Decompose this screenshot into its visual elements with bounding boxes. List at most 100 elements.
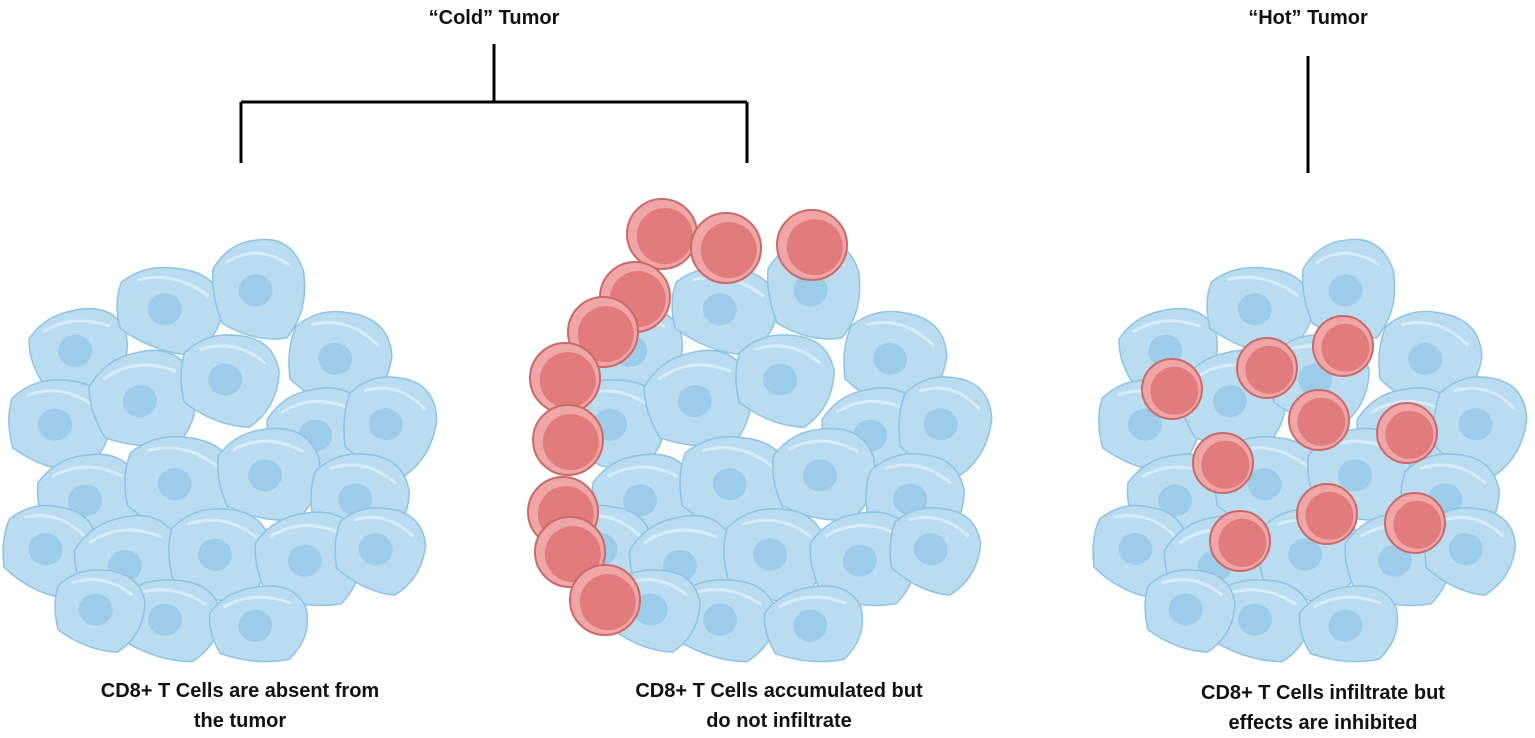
excluded-t-cell: [569, 564, 641, 636]
excluded-tumor-cell: [671, 266, 780, 356]
inflamed-t-cell-core: [1393, 500, 1442, 549]
absent-tumor-cell: [343, 376, 438, 477]
inflamed-tumor-cell-nucleus: [1158, 484, 1193, 517]
excluded-t-cell-core: [544, 526, 601, 583]
inflamed-tumor-cell-highlight: [1161, 578, 1224, 597]
excluded-t-cell: [626, 198, 698, 270]
excluded-tumor-cell-nucleus: [793, 609, 828, 642]
excluded-tumor-cell-nucleus: [923, 408, 958, 441]
inflamed-t-cell-core: [1385, 410, 1434, 459]
inflamed-tumor-cell-nucleus: [1298, 363, 1333, 396]
absent-tumor-cell-nucleus: [238, 609, 273, 642]
excluded-tumor-cell: [889, 506, 982, 596]
inflamed-tumor-cell-nucleus: [1247, 468, 1282, 501]
absent-tumor-cell-nucleus: [318, 342, 353, 376]
absent-tumor-cell-nucleus: [208, 363, 243, 396]
inflamed-t-cell: [1209, 510, 1271, 572]
excluded-tumor-cell-highlight: [777, 595, 847, 609]
excluded-t-cell-core: [700, 222, 757, 279]
inflamed-tumor-cell-nucleus: [1328, 274, 1363, 307]
excluded-t-cell: [776, 209, 848, 281]
absent-tumor-cell: [254, 511, 363, 607]
absent-tumor-cell-nucleus: [368, 408, 403, 441]
absent-tumor-cell-highlight: [41, 319, 111, 334]
inflamed-tumor-cell-nucleus: [1458, 408, 1493, 441]
absent-tumor-cell-nucleus: [58, 334, 93, 367]
inflamed-tumor-cell-nucleus: [1338, 459, 1373, 492]
inflamed-t-cell-core: [1218, 518, 1267, 567]
absent-tumor-cell-highlight: [51, 465, 124, 479]
excluded-t-cell: [532, 404, 604, 476]
absent-tumor-cell-nucleus: [287, 544, 322, 577]
absent-tumor-cell-nucleus: [198, 538, 233, 571]
excluded-t-cell: [690, 212, 762, 284]
excluded-tumor-cell-highlight: [657, 363, 732, 381]
excluded-tumor-cell-nucleus: [873, 342, 908, 376]
excluded-tumor-cell-nucleus: [803, 459, 838, 492]
absent-tumor-cell-highlight: [269, 524, 345, 538]
excluded-tumor-cell: [643, 349, 752, 447]
hot-tumor-title: “Hot” Tumor: [1248, 7, 1368, 29]
inflamed-tumor-cell-nucleus: [1118, 532, 1153, 566]
excluded-tumor-cell: [735, 334, 835, 429]
absent-tumor-cell: [217, 427, 321, 521]
excluded-tumor-cell-highlight: [908, 516, 970, 538]
excluded-tumor-cell-nucleus: [677, 385, 712, 418]
caption-absent: CD8+ T Cells are absent from the tumor: [40, 676, 440, 736]
inflamed-tumor-cell: [1298, 585, 1399, 663]
inflamed-tumor-cell-highlight: [1401, 320, 1470, 348]
excluded-tumor-cell-nucleus: [753, 538, 788, 571]
inflamed-tumor-cell-highlight: [1227, 276, 1300, 298]
absent-tumor-cell-highlight: [146, 446, 222, 471]
excluded-t-cell-core: [786, 219, 843, 276]
absent-tumor-cell: [116, 266, 225, 356]
absent-tumor-cell-nucleus: [238, 274, 273, 307]
caption-absent-line1: CD8+ T Cells are absent from: [100, 680, 380, 702]
excluded-tumor-cell-highlight: [691, 588, 763, 606]
inflamed-t-cell: [1192, 432, 1254, 494]
inflamed-t-cell-core: [1201, 440, 1250, 489]
excluded-tumor-cell-nucleus: [703, 603, 738, 636]
caption-absent-line2: the tumor: [193, 710, 287, 732]
caption-excluded: CD8+ T Cells accumulated but do not infi…: [579, 676, 979, 736]
inflamed-tumor-cell: [1424, 506, 1517, 596]
inflamed-tumor-cell-nucleus: [1408, 342, 1443, 376]
inflamed-tumor-cell-highlight: [1131, 319, 1201, 334]
absent-tumor-cell-highlight: [222, 595, 292, 609]
excluded-tumor-cell-nucleus: [712, 468, 747, 501]
inflamed-tumor-cell-nucleus: [1168, 593, 1203, 626]
excluded-tumor-cell-highlight: [643, 528, 718, 545]
absent-tumor-cell-highlight: [232, 439, 305, 454]
absent-tumor-cell-highlight: [280, 399, 353, 414]
absent-tumor-cell-nucleus: [38, 408, 73, 441]
caption-inflamed-line1: CD8+ T Cells infiltrate but: [1201, 682, 1445, 704]
excluded-tumor-cell-highlight: [701, 446, 777, 471]
inflamed-tumor-cell-nucleus: [1238, 603, 1273, 636]
absent-tumor-cell-nucleus: [28, 532, 63, 566]
absent-tumor-cell-highlight: [88, 528, 163, 545]
excluded-t-cell-core: [577, 306, 634, 363]
inflamed-tumor-cell-nucleus: [1128, 408, 1163, 441]
excluded-t-cell-core: [636, 208, 693, 265]
inflamed-tumor-cell: [1301, 238, 1396, 340]
caption-inflamed: CD8+ T Cells infiltrate but effects are …: [1123, 678, 1523, 738]
excluded-tumor-cell: [723, 508, 827, 604]
excluded-t-cell-core: [542, 414, 599, 471]
absent-tumor-cell: [180, 334, 280, 429]
inflamed-t-cell-core: [1245, 345, 1294, 394]
inflamed-tumor-cell-nucleus: [1288, 538, 1323, 571]
excluded-tumor-cell-nucleus: [623, 484, 658, 517]
absent-tumor-cell-nucleus: [68, 484, 103, 517]
excluded-tumor-cell-highlight: [824, 524, 900, 538]
inflamed-tumor-cell-nucleus: [1377, 544, 1412, 577]
excluded-tumor-cell-nucleus: [633, 593, 668, 626]
excluded-tumor-cell-highlight: [787, 439, 860, 454]
excluded-tumor-cell-highlight: [866, 320, 935, 348]
t-cells-excluded: [527, 198, 848, 636]
absent-tumor-cell-nucleus: [338, 483, 373, 516]
absent-tumor-cell: [334, 506, 427, 596]
excluded-tumor-cell-nucleus: [763, 363, 798, 396]
absent-tumor-cell-highlight: [225, 251, 291, 267]
caption-excluded-line2: do not infiltrate: [706, 710, 852, 732]
